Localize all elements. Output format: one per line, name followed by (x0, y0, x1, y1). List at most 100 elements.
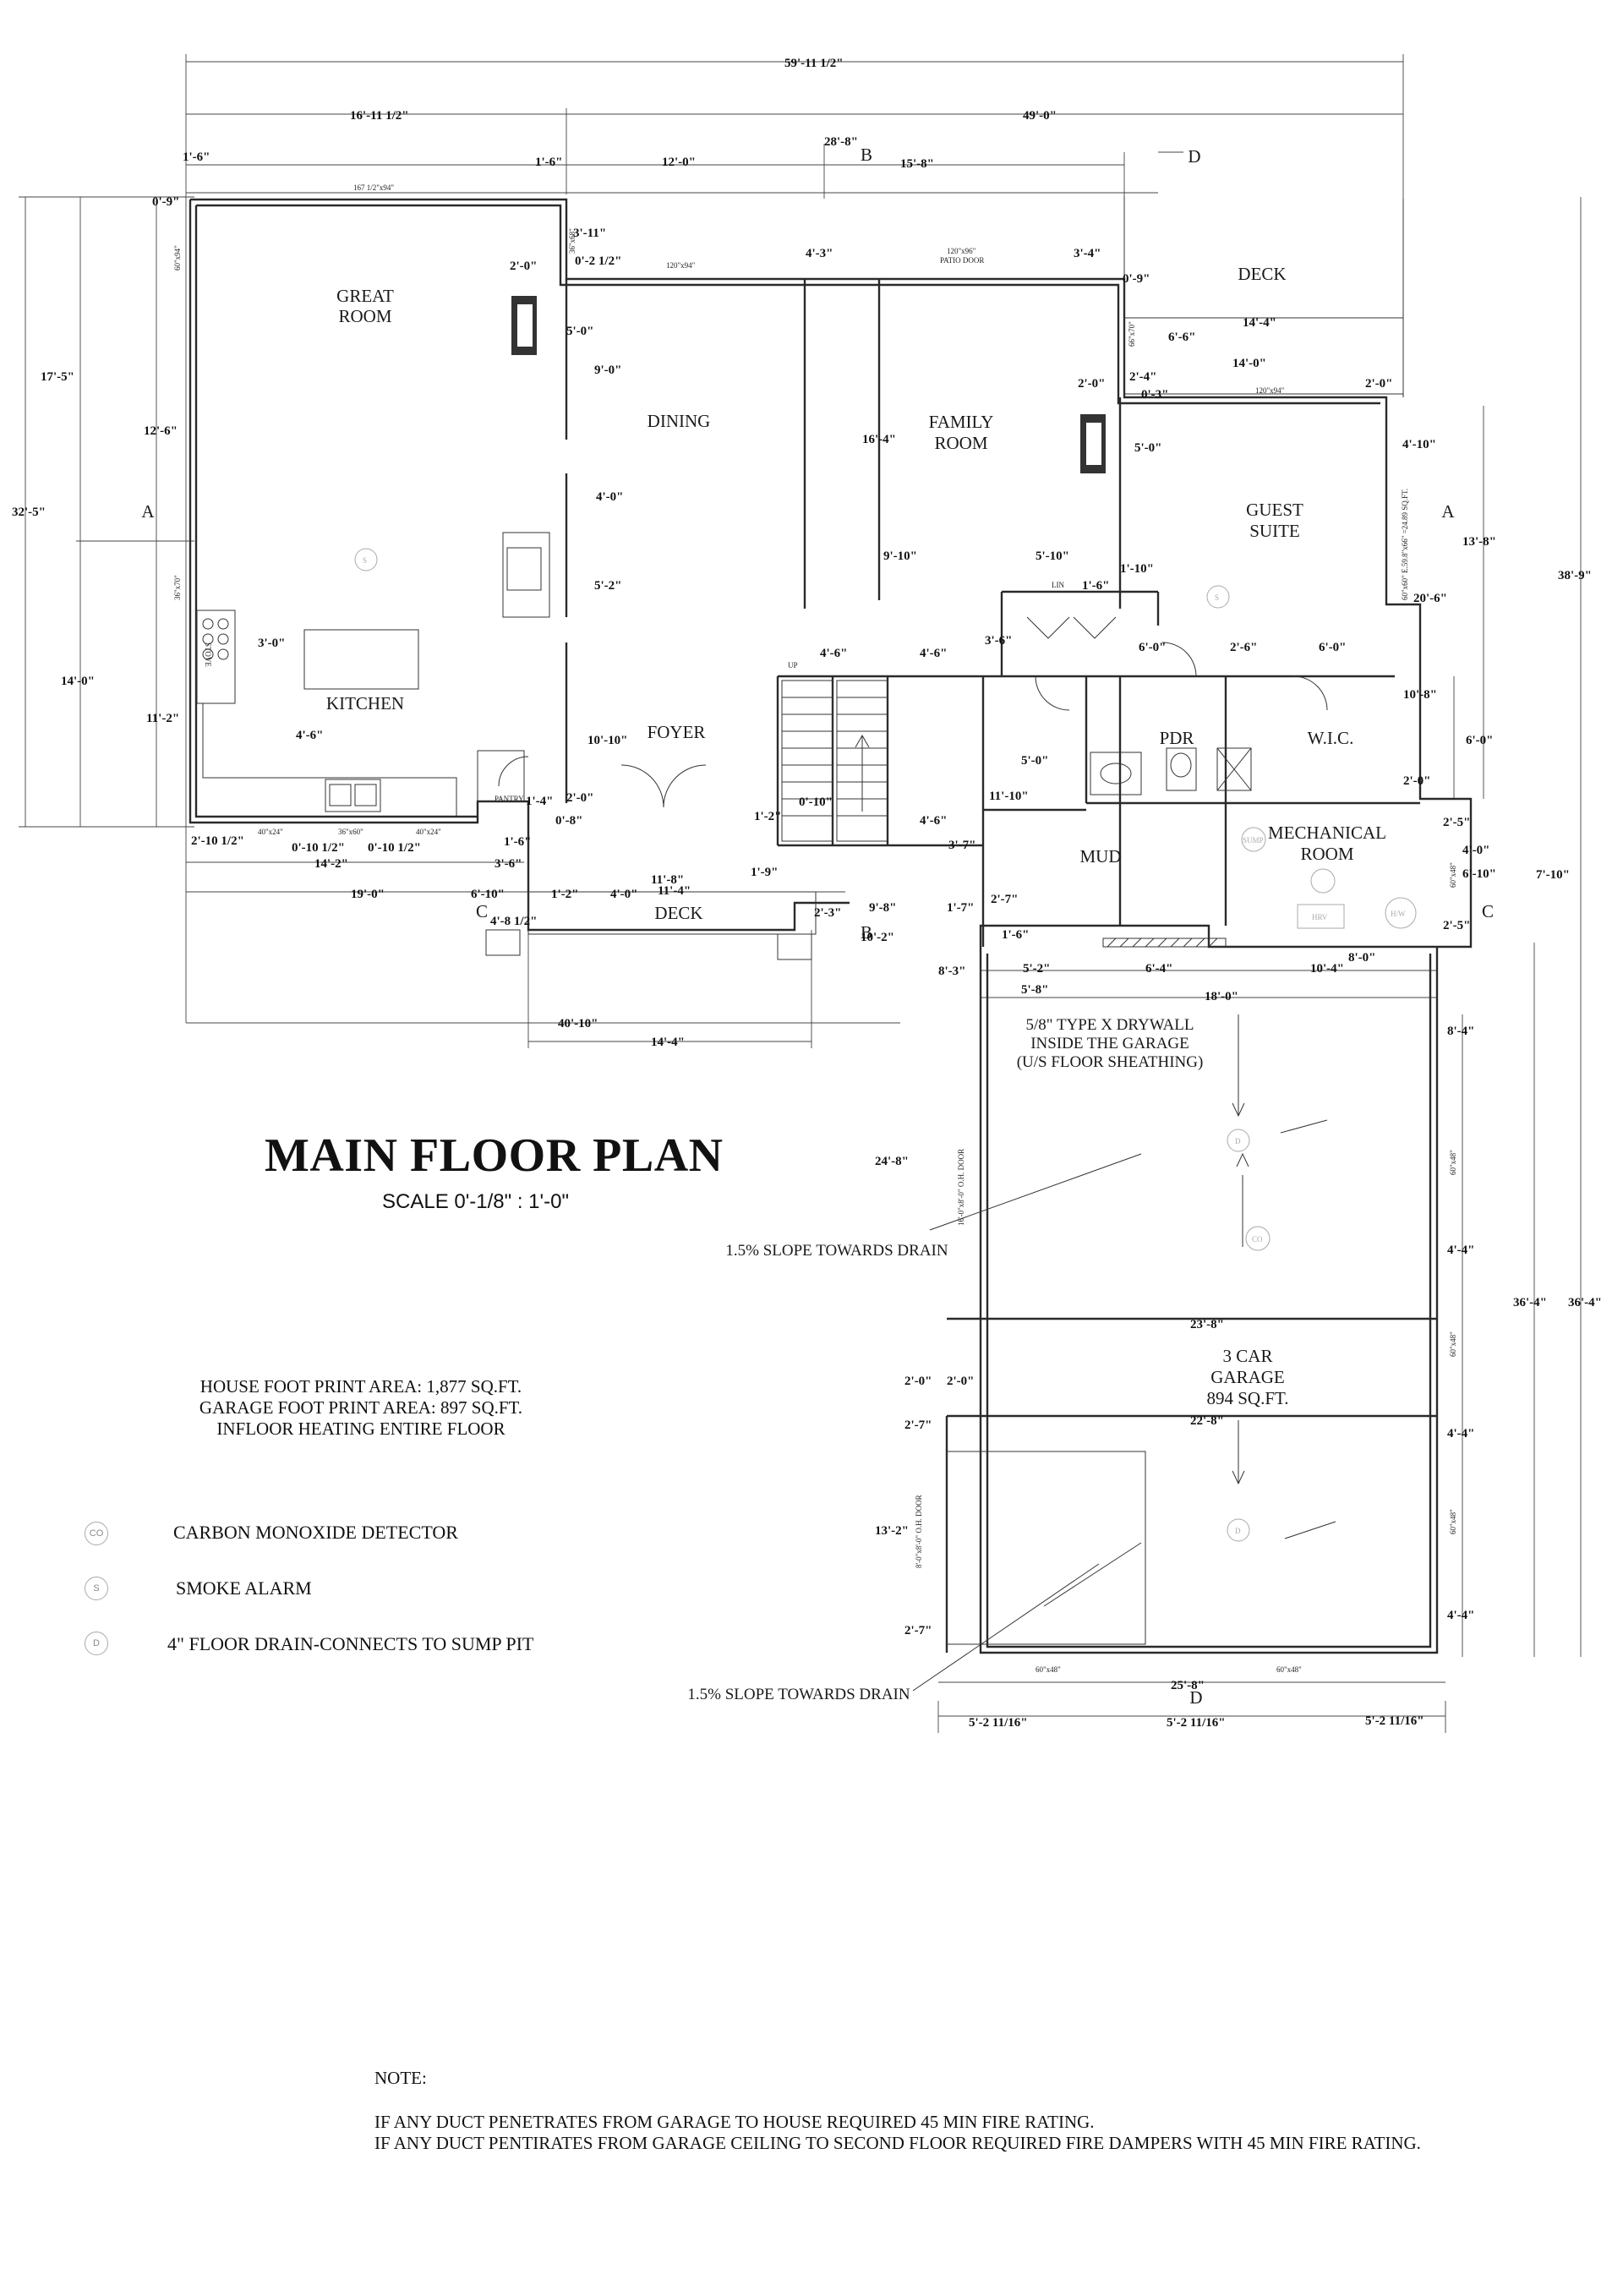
hw-label: H/W (1391, 910, 1406, 918)
window-label-3: 36"x68" (568, 228, 577, 254)
fireplaces (511, 296, 1106, 473)
dim-4-6-b: 4'-6" (920, 647, 948, 660)
up-label: UP (788, 661, 798, 670)
dim-14-4-b: 14'-4" (651, 1036, 685, 1049)
area-garage: GARAGE FOOT PRINT AREA: 897 SQ.FT. (199, 1397, 523, 1418)
dim-5-2-c: 5'-2 11/16" (969, 1716, 1028, 1730)
co-symbol-garage: CO (1252, 1235, 1263, 1244)
room-guest-1: GUEST (1246, 500, 1303, 520)
dim-2-4: 2'-4" (1129, 370, 1157, 384)
section-b-top: B (861, 145, 872, 165)
dim-6-0-a: 6'-0" (1139, 641, 1167, 654)
window-label-16: 60"x48" (1276, 1665, 1302, 1674)
dim-11-4: 11'-4" (658, 884, 691, 898)
room-great-room-1: GREAT (336, 286, 394, 306)
dim-4-4-c: 4'-4" (1447, 1609, 1475, 1622)
window-label-13: 60"x48" (1449, 1331, 1457, 1357)
dim-0-10-a: 0'-10 1/2" (292, 841, 345, 855)
dim-5-8: 5'-8" (1021, 983, 1049, 997)
plan-symbols: S S D CO D (354, 548, 1271, 1542)
garage-fill (946, 1451, 1146, 1645)
dim-5-0-a: 5'-0" (566, 325, 594, 338)
window-label-7: 120"x94" (1255, 386, 1285, 395)
sump-label: SUMP (1243, 836, 1264, 845)
dim-1-6-e: 1'-6" (1002, 928, 1030, 942)
window-labels: 167 1/2"x94" 60"x94" 36"x68" 120"x94" 12… (173, 183, 1457, 1674)
dim-2-0-g: 2'-0" (947, 1375, 975, 1388)
garage-notes: 5/8" TYPE X DRYWALL INSIDE THE GARAGE (U… (687, 1016, 1203, 1703)
dim-9-0: 9'-0" (594, 364, 622, 377)
decks (485, 196, 1404, 960)
stairs (781, 680, 888, 842)
dim-6-4: 6'-4" (1145, 962, 1173, 976)
room-family-2: ROOM (934, 433, 987, 453)
dim-28-8: 28'-8" (824, 135, 858, 149)
dim-2-5-b: 2'-5" (1443, 919, 1471, 932)
window-label-6: 66"x70" (1128, 321, 1136, 347)
dim-1-2-a: 1'-2" (754, 810, 782, 823)
smoke-symbol-guest: S (1215, 593, 1219, 602)
plan-scale: SCALE 0'-1/8" : 1'-0" (382, 1190, 569, 1213)
dim-2-0-f: 2'-0" (904, 1375, 932, 1388)
section-c-right: C (1482, 901, 1494, 921)
pantry-label: PANTRY (495, 795, 524, 803)
dim-10-8: 10'-8" (1403, 688, 1437, 702)
dim-11-10: 11'-10" (989, 790, 1029, 803)
window-label-14: 60"x48" (1449, 1509, 1457, 1534)
dim-10-10: 10'-10" (587, 734, 628, 747)
dim-0-8: 0'-8" (555, 814, 583, 828)
dim-23-8: 23'-8" (1190, 1318, 1224, 1331)
slope-arrows (912, 1014, 1336, 1692)
dim-overall-width: 59'-11 1/2" (784, 57, 844, 70)
dim-24-8: 24'-8" (875, 1155, 909, 1168)
room-family-1: FAMILY (929, 412, 994, 432)
dim-17-5: 17'-5" (41, 370, 74, 384)
section-a-left: A (141, 501, 155, 522)
legend-co-label: CARBON MONOXIDE DETECTOR (173, 1522, 458, 1543)
dim-38-9: 38'-9" (1558, 569, 1592, 582)
dim-14-0-b: 14'-0" (61, 675, 95, 688)
dim-8-4: 8'-4" (1447, 1025, 1475, 1038)
dim-4-0-a: 4'-0" (596, 490, 624, 504)
window-label-4: 120"x94" (666, 261, 696, 270)
window-label-9: 40"x24" (258, 828, 283, 836)
dim-9-10: 9'-10" (883, 549, 917, 563)
oh-door-label-1: 16'-0"x8'-0" O.H. DOOR (957, 1149, 965, 1226)
room-deck-top: DECK (1238, 264, 1286, 284)
drywall-note-3: (U/S FLOOR SHEATHING) (1017, 1053, 1204, 1071)
dim-2-7-b: 2'-7" (904, 1419, 932, 1432)
window-label-12: 60"x48" (1449, 1150, 1457, 1175)
area-heating: INFLOOR HEATING ENTIRE FLOOR (216, 1419, 505, 1439)
dim-0-9-left: 0'-9" (152, 195, 180, 209)
dim-3-0: 3'-0" (258, 637, 286, 650)
stove-label: STOVE (204, 642, 212, 667)
dim-left-width: 16'-11 1/2" (350, 109, 409, 123)
dim-22-8: 22'-8" (1190, 1414, 1224, 1428)
drain-symbol-1: D (1235, 1137, 1241, 1145)
dim-2-6: 2'-6" (1230, 641, 1258, 654)
interior-walls (565, 279, 1420, 947)
dim-15-8: 15'-8" (900, 157, 934, 171)
dim-20-6: 20'-6" (1413, 592, 1447, 605)
dim-4-6-a: 4'-6" (820, 647, 848, 660)
dim-1-7: 1'-7" (947, 901, 975, 915)
drain-icon: D (85, 1632, 108, 1655)
patio-door-label: PATIO DOOR (940, 256, 984, 265)
dim-2-0-e: 2'-0" (566, 791, 594, 805)
dim-4-6-c: 4'-6" (296, 729, 324, 742)
room-great-room-2: ROOM (338, 306, 391, 326)
dim-3-6-b: 3'-6" (495, 857, 522, 871)
dim-12-6: 12'-6" (144, 424, 178, 438)
dim-4-6-d: 4'-6" (920, 814, 948, 828)
dim-10-4: 10'-4" (1310, 962, 1344, 976)
dim-6-6: 6'-6" (1168, 331, 1196, 344)
dim-3-6-a: 3'-6" (985, 634, 1013, 648)
area-house: HOUSE FOOT PRINT AREA: 1,877 SQ.FT. (199, 1376, 522, 1397)
doors (498, 616, 1328, 808)
overall-dimension-lines (19, 54, 1582, 1733)
drywall-note-1: 5/8" TYPE X DRYWALL (1026, 1016, 1194, 1034)
slope-note-1: 1.5% SLOPE TOWARDS DRAIN (725, 1242, 948, 1260)
dim-2-10: 2'-10 1/2" (191, 834, 244, 848)
drywall-note-2: INSIDE THE GARAGE (1030, 1035, 1189, 1052)
dim-3-4: 3'-4" (1074, 247, 1101, 260)
